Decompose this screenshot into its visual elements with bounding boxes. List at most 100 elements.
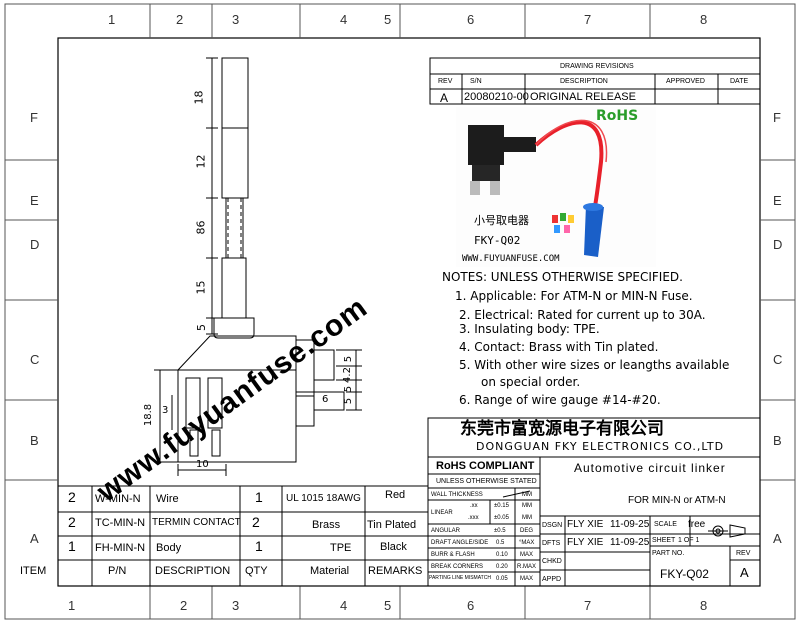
zone-row-b-right: B xyxy=(773,433,782,448)
bom-row3-remarks: Black xyxy=(380,541,407,553)
bom-row1-desc: Wire xyxy=(156,493,179,505)
zone-col-3-top: 3 xyxy=(232,12,240,27)
tol-xxx: .xxx xyxy=(468,515,479,521)
revision-header-rev: REV xyxy=(438,78,453,85)
tol-angular-unit: DEG xyxy=(520,528,534,534)
notes-heading: NOTES: UNLESS OTHERWISE SPECIFIED. xyxy=(442,270,683,284)
revision-description: ORIGINAL RELEASE xyxy=(530,91,636,103)
dfts-name: FLY XIE xyxy=(567,537,604,548)
note-4: 4. Contact: Brass with Tin plated. xyxy=(459,340,659,354)
tol-break: BREAK CORNERS xyxy=(431,564,484,570)
bom-row1-material: UL 1015 18AWG xyxy=(286,493,361,504)
revision-sn: 20080210-00 xyxy=(464,91,529,103)
zone-col-5-bottom: 5 xyxy=(384,598,392,613)
part-no-label: PART NO. xyxy=(652,550,685,557)
dim-10: 10 xyxy=(196,459,209,470)
chkd-label: CHKD xyxy=(542,558,562,565)
zone-col-7-bottom: 7 xyxy=(584,598,592,613)
tol-burr: BURR & FLASH xyxy=(431,552,475,558)
bom-header-material: Material xyxy=(310,565,350,577)
bom-row2-remarks: Tin Plated xyxy=(367,519,417,531)
bom-row1-item: 2 xyxy=(68,489,76,505)
zone-col-5-top: 5 xyxy=(384,12,392,27)
bom-row3-item: 1 xyxy=(68,538,76,554)
zone-col-3-bottom: 3 xyxy=(232,598,240,613)
zone-row-c-right: C xyxy=(773,352,783,367)
zone-row-d-right: D xyxy=(773,237,783,252)
zone-row-f-left: F xyxy=(30,110,38,125)
bom-header-remarks: REMARKS xyxy=(368,565,423,577)
tol-burr-value: 0.10 xyxy=(496,552,508,558)
zone-col-8-bottom: 8 xyxy=(700,598,708,613)
tol-draft-unit: °MAX xyxy=(519,540,535,546)
appd-label: APPD xyxy=(542,576,562,583)
dsgn-label: DSGN xyxy=(542,522,563,529)
zone-col-6-top: 6 xyxy=(467,12,475,27)
sheet-value: 1 OF 1 xyxy=(678,537,700,544)
tol-xx: .xx xyxy=(470,503,478,509)
rev-label: REV xyxy=(736,550,751,557)
bom-row2-desc: TERMIN CONTACT xyxy=(152,517,241,528)
rohs-compliant: RoHS COMPLIANT xyxy=(436,460,535,472)
bom-header-pn: P/N xyxy=(108,565,127,577)
note-5-cont: on special order. xyxy=(481,375,581,389)
photo-cn-label: 小号取电器 xyxy=(474,214,529,227)
zone-col-4-top: 4 xyxy=(340,12,348,27)
fuse-tap-image xyxy=(468,119,608,257)
zone-col-2-top: 2 xyxy=(176,12,184,27)
revision-header-sn: S/N xyxy=(470,78,482,85)
tol-break-value: 0.20 xyxy=(496,564,508,570)
dsgn-name: FLY XIE xyxy=(567,519,604,530)
bom-row1-remarks: Red xyxy=(385,489,406,501)
tol-xxx-unit: MM xyxy=(522,515,532,521)
tol-parting-unit: MAX xyxy=(520,576,534,582)
zone-col-1-top: 1 xyxy=(108,12,116,27)
zone-row-e-right: E xyxy=(773,193,782,208)
bom-row1-qty: 1 xyxy=(255,489,263,505)
bom-row2-qty: 2 xyxy=(252,514,260,530)
product-photo: RoHS 小号取电器 FKY-Q02 WWW.FUYUANFUSE.COM xyxy=(456,107,656,267)
tol-burr-unit: MAX xyxy=(520,552,534,558)
dim-6: 6 xyxy=(322,394,329,405)
note-5: 5. With other wire sizes or leangths ava… xyxy=(459,358,730,372)
rohs-logo: RoHS xyxy=(596,108,639,124)
bom-row3-material: TPE xyxy=(330,542,352,554)
note-3: 3. Insulating body: TPE. xyxy=(459,322,600,336)
sheet-label: SHEET xyxy=(652,537,676,544)
zone-row-d-left: D xyxy=(30,237,40,252)
product-for: FOR MIN-N or ATM-N xyxy=(628,495,726,506)
bom-row2-material: Brass xyxy=(312,519,341,531)
zone-row-f-right: F xyxy=(773,110,781,125)
tol-wall-mm: MM xyxy=(522,492,532,498)
tol-xx-value: ±0.15 xyxy=(494,503,509,509)
tol-linear: LINEAR xyxy=(431,510,453,516)
tol-break-unit: R.MAX xyxy=(517,564,537,570)
zone-row-e-left: E xyxy=(30,193,39,208)
bom-header-qty: QTY xyxy=(245,565,268,577)
company-name-cn: 东莞市富宽源电子有限公司 xyxy=(460,419,664,439)
tol-xxx-value: ±0.05 xyxy=(494,515,509,521)
rev-value: A xyxy=(740,565,749,580)
zone-col-2-bottom: 2 xyxy=(180,598,188,613)
tol-draft-value: 0.5 xyxy=(496,540,505,546)
scale-label: SCALE xyxy=(654,521,677,528)
note-6: 6. Range of wire gauge #14-#20. xyxy=(459,393,661,407)
bom-row3-pn: FH-MIN-N xyxy=(95,542,146,554)
tol-draft: DRAFT ANGLE/SIDE xyxy=(431,540,489,546)
zone-col-6-bottom: 6 xyxy=(467,598,475,613)
revision-rev: A xyxy=(440,91,449,105)
bom-header-desc: DESCRIPTION xyxy=(155,565,231,577)
tol-angular: ANGULAR xyxy=(431,528,461,534)
dim-3: 3 xyxy=(162,405,169,416)
zone-row-c-left: C xyxy=(30,352,40,367)
revision-header-date: DATE xyxy=(730,78,749,85)
bom-header-item: ITEM xyxy=(20,565,47,577)
tol-xx-unit: MM xyxy=(522,503,532,509)
tol-angular-value: ±0.5 xyxy=(494,528,506,534)
photo-url: WWW.FUYUANFUSE.COM xyxy=(462,254,560,264)
product-title: Automotive circuit linker xyxy=(574,461,726,475)
